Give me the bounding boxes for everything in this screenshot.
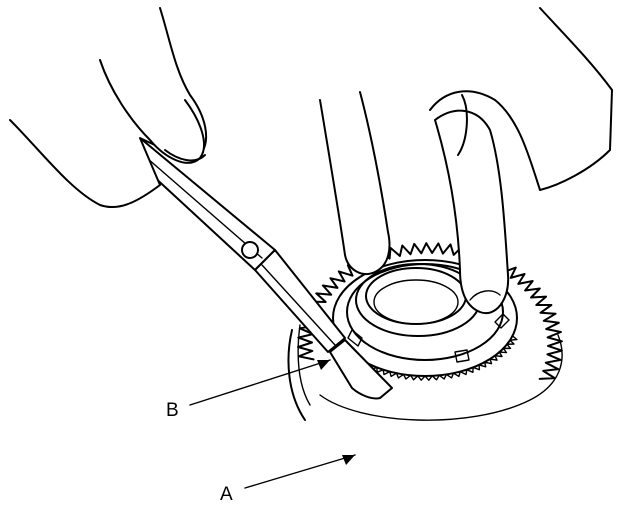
synchro-ring bbox=[328, 259, 518, 381]
callout-b: B bbox=[166, 359, 331, 421]
feeler-gauge bbox=[124, 137, 393, 400]
left-hand bbox=[9, 7, 208, 209]
callout-b-label: B bbox=[166, 400, 179, 421]
right-hand bbox=[319, 7, 613, 315]
callout-a: A bbox=[220, 454, 356, 505]
callout-a-label: A bbox=[220, 484, 233, 505]
